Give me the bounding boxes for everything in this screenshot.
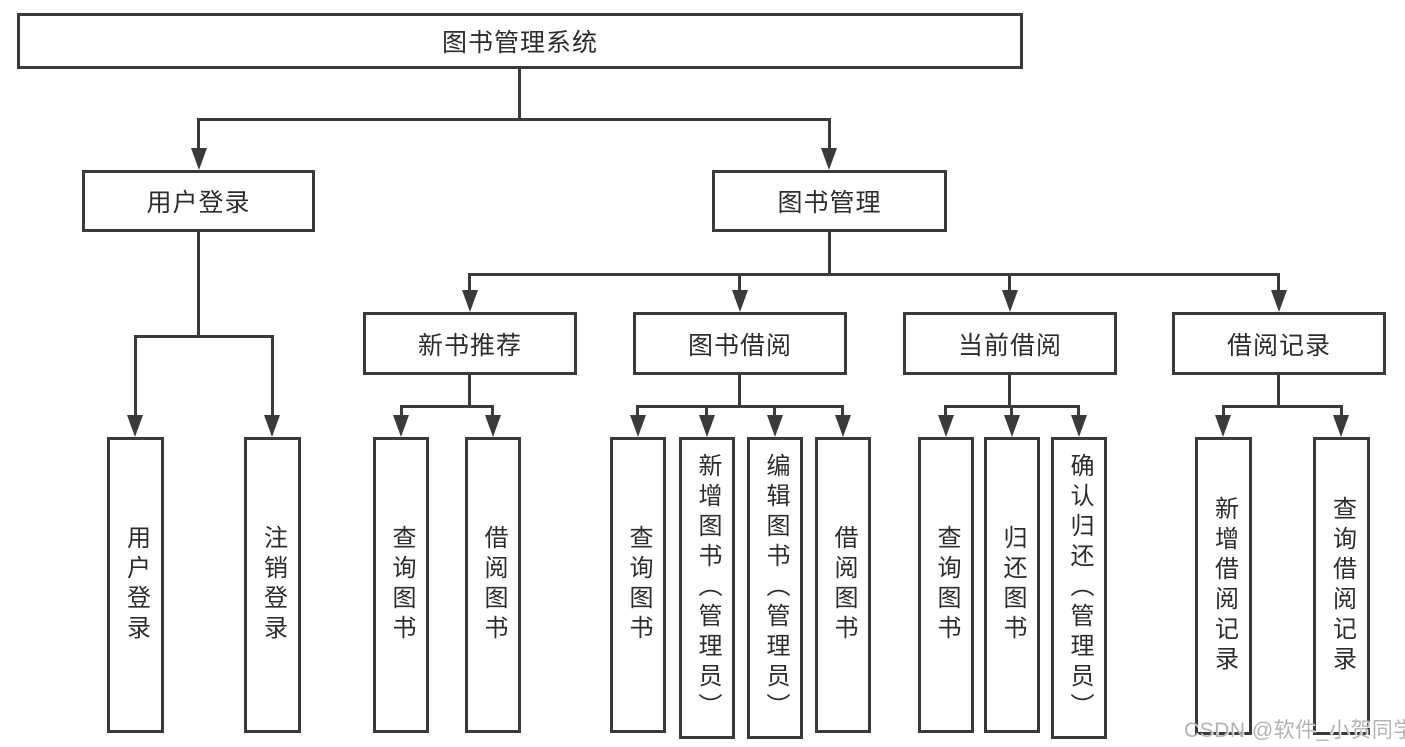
connector-line [134,335,137,415]
node-book-borrowing: 图书借阅 [633,312,847,375]
connector-line [1277,375,1280,407]
arrow-down-icon [699,415,715,437]
connector-line [1077,405,1080,415]
node-user-login: 用户登录 [82,170,315,232]
node-label: 查询图书 [625,525,652,645]
connector-line [1222,405,1343,408]
connector-line [944,405,947,415]
node-library-management-system: 图书管理系统 [17,13,1023,69]
connector-line [400,405,494,408]
node-leaf-query-books-current: 查询图书 [918,437,974,733]
arrow-down-icon [485,415,501,437]
connector-line [1277,273,1280,290]
node-label: 用户登录 [122,525,150,645]
connector-line [468,273,471,290]
connector-line [828,118,831,150]
arrow-down-icon [462,290,478,312]
connector-line [197,232,200,335]
node-label: 借阅记录 [1226,331,1331,360]
connector-line [468,375,471,405]
arrow-down-icon [630,415,646,437]
connector-line [491,405,494,415]
node-leaf-borrow-books: 借阅图书 [815,437,871,733]
arrow-down-icon [1333,415,1349,437]
connector-line [1008,375,1011,405]
node-leaf-add-books-admin: 新增图书（管理员） [679,437,735,739]
node-leaf-confirm-return-admin: 确认归还（管理员） [1051,437,1107,739]
connector-line [636,405,639,415]
arrow-down-icon [1071,415,1087,437]
arrow-down-icon [767,415,783,437]
node-current-borrowing: 当前借阅 [903,312,1117,375]
connector-line [197,118,200,150]
connector-line [828,232,831,273]
arrow-down-icon [938,415,954,437]
node-label: 注销登录 [259,525,287,645]
connector-line [271,335,274,415]
node-label: 图书借阅 [687,331,792,360]
node-label: 新书推荐 [417,331,522,360]
node-leaf-edit-books-admin: 编辑图书（管理员） [747,437,803,739]
arrow-down-icon [1002,290,1018,312]
arrow-down-icon [1004,415,1020,437]
node-leaf-return-books: 归还图书 [984,437,1040,733]
connector-line [738,273,741,290]
connector-line [1010,405,1013,415]
node-label: 查询借阅记录 [1328,496,1356,676]
node-label: 查询图书 [933,525,960,645]
connector-line [705,405,708,415]
node-label: 新增图书（管理员） [694,453,721,723]
node-label: 归还图书 [999,525,1026,645]
node-leaf-user-login: 用户登录 [107,437,164,733]
connector-line [841,405,844,415]
connector-line [468,273,1280,276]
node-leaf-add-borrow-record: 新增借阅记录 [1195,437,1252,735]
connector-line [518,69,521,118]
connector-line [636,405,844,408]
node-label: 确认归还（管理员） [1066,453,1093,723]
node-label: 新增借阅记录 [1210,496,1238,676]
node-leaf-borrow-books-recommend: 借阅图书 [465,437,521,733]
node-label: 编辑图书（管理员） [762,453,789,723]
arrow-down-icon [1215,415,1231,437]
node-leaf-query-books-recommend: 查询图书 [373,437,429,733]
node-new-book-recommendation: 新书推荐 [363,312,577,375]
arrow-down-icon [127,415,143,437]
connector-line [197,118,831,121]
node-label: 图书管理系统 [441,29,598,57]
node-label: 查询图书 [388,525,415,645]
csdn-watermark: CSDN @软件_小贺同学 [1184,719,1405,742]
node-label: 用户登录 [146,189,251,217]
node-leaf-query-books-borrow: 查询图书 [610,437,666,733]
connector-line [1340,405,1343,415]
arrow-down-icon [1271,290,1287,312]
node-leaf-logout: 注销登录 [244,437,301,733]
node-label: 当前借阅 [957,331,1062,360]
arrow-down-icon [821,148,837,170]
node-label: 借阅图书 [480,525,507,645]
arrow-down-icon [732,290,748,312]
connector-line [1008,273,1011,290]
arrow-down-icon [264,415,280,437]
connector-line [134,335,274,338]
arrow-down-icon [835,415,851,437]
connector-line [773,405,776,415]
connector-line [400,405,403,415]
node-book-management: 图书管理 [712,170,947,232]
arrow-down-icon [191,148,207,170]
node-leaf-query-borrow-record: 查询借阅记录 [1313,437,1370,735]
node-label: 借阅图书 [830,525,857,645]
connector-line [738,375,741,405]
arrow-down-icon [393,415,409,437]
node-label: 图书管理 [777,189,882,217]
node-borrowing-records: 借阅记录 [1172,312,1386,375]
connector-line [1222,405,1225,415]
